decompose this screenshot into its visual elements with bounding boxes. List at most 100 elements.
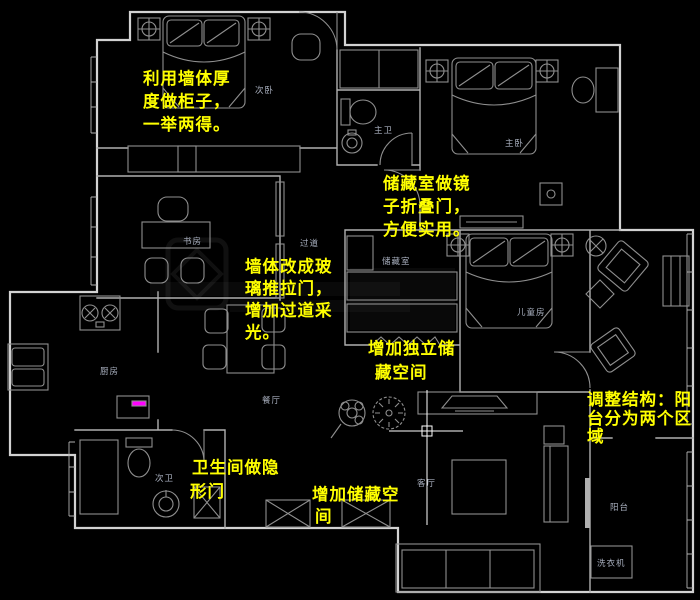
- master-bedroom-door: [383, 169, 421, 207]
- svg-text:一举两得。: 一举两得。: [143, 114, 231, 134]
- tv-console: [459, 215, 524, 229]
- light-target-icon: [425, 59, 449, 83]
- svg-text:增加过道采: 增加过道采: [245, 300, 333, 320]
- shower-cabinet: [79, 439, 119, 515]
- study-glass-sliding-panel: [275, 181, 285, 237]
- side-table: [543, 425, 565, 445]
- svg-text:藏空间: 藏空间: [375, 362, 428, 382]
- inner-walls: [74, 47, 694, 593]
- light-target-icon: [550, 233, 574, 257]
- room-label-living: 客厅: [417, 478, 436, 489]
- room-labels: 次卧 主卫 主卧 书房 过道 储藏室 儿童房 厨房 餐厅 次卫 客厅 阳台 洗衣…: [100, 85, 629, 569]
- shoe-cabinet: [265, 499, 311, 528]
- plant-icon: [330, 399, 366, 439]
- dining-table: [226, 304, 275, 374]
- counter-appliance: [116, 395, 150, 419]
- secondary-bedroom-bed: [162, 15, 246, 109]
- highlighted-appliance: [131, 400, 147, 407]
- room-label-dining: 餐厅: [262, 396, 281, 406]
- fan-icon: [585, 235, 607, 257]
- balcony-sliding-door: [585, 478, 590, 528]
- room-label-study: 书房: [183, 236, 202, 247]
- storage-shelf: [346, 271, 458, 301]
- chair: [202, 344, 227, 370]
- room-label-balcony: 阳台: [610, 502, 629, 513]
- windows: [68, 56, 693, 589]
- secondary-bedroom-door: [298, 11, 338, 51]
- note-balcony-split: 调整结构：阳 台分为两个区 域: [587, 389, 692, 446]
- bedroom-furniture: [291, 33, 619, 229]
- toilet-icon: [127, 448, 151, 478]
- note-storage-mirror-door: 储藏室做镜 子折叠门， 方便实用。: [383, 173, 471, 239]
- note-independent-storage: 增加独立储 藏空间: [368, 338, 455, 382]
- room-label-master-bedroom: 主卧: [505, 138, 524, 149]
- toilet-icon: [349, 99, 377, 125]
- svg-text:增加储藏空: 增加储藏空: [312, 484, 400, 504]
- room-label-storage: 储藏室: [382, 256, 411, 267]
- svg-text:光。: 光。: [244, 322, 280, 342]
- armchair: [590, 327, 636, 373]
- study-glass-sliding-panel: [275, 243, 285, 299]
- plant-icon: [372, 396, 406, 430]
- shoe-cabinet: [341, 499, 391, 528]
- note-glass-sliding-door: 墙体改成玻 璃推拉门， 增加过道采 光。: [244, 256, 333, 342]
- label-washing-machine: 洗衣机: [597, 558, 626, 569]
- balcony-laundry-zone: [590, 545, 633, 579]
- room-label-kids-room: 儿童房: [517, 307, 546, 318]
- light-target-icon: [137, 17, 161, 41]
- wall-cabinet-hatch: [127, 145, 301, 173]
- svg-text:间: 间: [315, 506, 333, 526]
- room-label-corridor: 过道: [300, 238, 319, 249]
- note-add-storage: 增加储藏空 间: [312, 484, 400, 526]
- svg-text:方便实用。: 方便实用。: [383, 219, 471, 239]
- washing-machine-box: [590, 545, 633, 579]
- kitchen-fixtures: [7, 295, 150, 419]
- room-label-secondary-bedroom: 次卧: [255, 85, 274, 96]
- cabinets: [127, 49, 458, 333]
- svg-text:璃推拉门，: 璃推拉门，: [245, 278, 333, 298]
- svg-text:调整结构：阳: 调整结构：阳: [587, 389, 692, 409]
- stove-icon: [79, 295, 121, 331]
- light-target-icon: [247, 17, 271, 41]
- living-room-furniture: [395, 391, 569, 593]
- annotations: 利用墙体厚 度做柜子， 一举两得。 储藏室做镜 子折叠门， 方便实用。 墙体改成…: [143, 68, 692, 526]
- sofa: [395, 543, 541, 593]
- armchair: [597, 240, 649, 292]
- side-sofa: [543, 445, 569, 523]
- shower-box: [193, 486, 221, 519]
- chair: [157, 196, 189, 222]
- storage-shelf: [346, 235, 374, 271]
- svg-text:储藏室做镜: 储藏室做镜: [383, 173, 471, 193]
- svg-text:卫生间做隐: 卫生间做隐: [192, 457, 280, 477]
- svg-text:利用墙体厚: 利用墙体厚: [143, 68, 231, 88]
- master-bath-fixtures: [340, 98, 377, 154]
- ceiling-light-icons: [137, 17, 607, 257]
- svg-text:域: 域: [587, 426, 605, 446]
- light-target-icon: [535, 59, 559, 83]
- desk: [141, 221, 211, 249]
- balcony-sitting-zone: [585, 240, 690, 373]
- toilet-tank: [340, 98, 351, 126]
- chair: [571, 76, 595, 104]
- secondary-bath-hidden-door: [171, 429, 205, 463]
- tv-console: [417, 391, 538, 415]
- dining-set: [202, 304, 286, 374]
- room-label-kitchen: 厨房: [100, 366, 119, 377]
- svg-text:度做柜子，: 度做柜子，: [143, 91, 231, 111]
- tv-icon: [440, 395, 509, 409]
- room-label-secondary-bath: 次卫: [155, 473, 174, 484]
- foyer: [265, 396, 406, 528]
- chair: [291, 33, 321, 61]
- light-target-icon: [446, 233, 470, 257]
- note-hidden-door: 卫生间做隐 形门: [190, 457, 280, 501]
- master-bath-door: [379, 132, 413, 166]
- side-table: [585, 279, 615, 309]
- study-furniture: [141, 196, 211, 284]
- dresser: [595, 67, 619, 113]
- secondary-bath-fixtures: [79, 437, 221, 519]
- kids-room-balcony-door: [553, 351, 591, 389]
- svg-text:墙体改成玻: 墙体改成玻: [245, 256, 333, 276]
- svg-text:子折叠门，: 子折叠门，: [383, 196, 471, 216]
